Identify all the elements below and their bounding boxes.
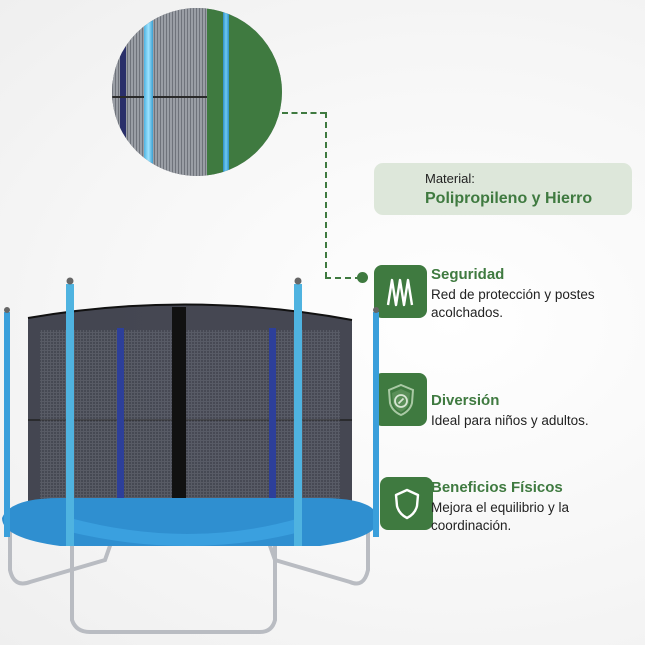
net-seam-detail <box>112 96 207 98</box>
connector-line <box>325 277 361 279</box>
feature-description: Ideal para niños y adultos. <box>431 413 589 428</box>
feature-seguridad: Seguridad Red de protección y postes aco… <box>374 265 639 321</box>
inner-pole-detail <box>120 8 126 176</box>
shield-badge-icon <box>374 373 427 426</box>
feature-beneficios-fisicos: Beneficios Físicos Mejora el equilibrio … <box>374 477 639 533</box>
connector-line <box>282 112 326 114</box>
net-icon <box>374 265 427 318</box>
material-value: Polipropileno y Hierro <box>425 190 593 207</box>
feature-description: Mejora el equilibrio y la coordinación. <box>431 500 570 533</box>
material-label: Material: <box>425 171 475 186</box>
shield-icon <box>380 477 433 530</box>
feature-description: Red de protección y postes acolchados. <box>431 287 595 320</box>
feature-title: Diversión <box>431 392 500 409</box>
feature-title: Seguridad <box>431 266 505 283</box>
feature-title: Beneficios Físicos <box>431 479 563 496</box>
connector-dot <box>357 272 368 283</box>
connector-line <box>325 112 327 278</box>
feature-diversion: Diversión Ideal para niños y adultos. <box>374 373 639 429</box>
trampoline-image <box>2 277 379 634</box>
padded-pole-detail-2 <box>223 8 229 176</box>
green-backdrop <box>207 8 282 176</box>
padded-pole-detail <box>144 8 153 176</box>
detail-zoom-circle <box>112 8 282 176</box>
material-card: Material: Polipropileno y Hierro <box>374 163 632 215</box>
net-detail <box>112 8 207 176</box>
